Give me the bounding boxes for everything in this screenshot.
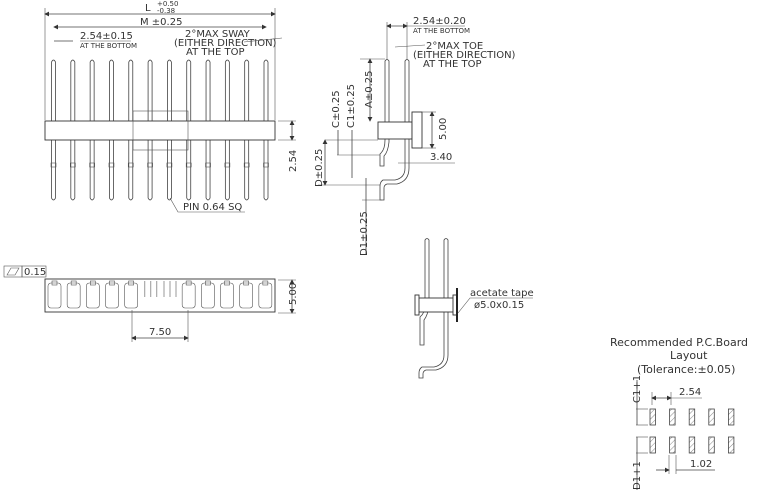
pin — [70, 59, 76, 201]
pin — [89, 59, 95, 201]
sway-direction: (EITHER DIRECTION) — [174, 38, 277, 49]
bottom-cell — [201, 282, 215, 309]
toe-direction: (EITHER DIRECTION) — [413, 50, 516, 61]
bottom-cell — [47, 282, 62, 309]
pin — [263, 59, 269, 201]
pin — [205, 59, 211, 201]
pcb-pad — [669, 436, 676, 454]
tape-size: ø5.0x0.15 — [474, 300, 524, 311]
pin-mark — [108, 162, 115, 168]
dim-D-label: D±0.25 — [314, 149, 325, 187]
pcb-pad — [649, 408, 656, 426]
pin-mark — [185, 162, 192, 168]
header-body — [44, 120, 276, 141]
toe-top: AT THE TOP — [423, 59, 482, 70]
pin — [167, 59, 172, 201]
front-view: L +0.50 -0.38 M ±0.25 2.54±0.15 AT THE B… — [44, 0, 299, 213]
pin-mark — [70, 162, 76, 168]
pin-mark — [50, 162, 57, 168]
sway-label: 2°MAX SWAY — [185, 29, 251, 40]
body-dim-label: 5.00 — [438, 118, 449, 140]
dim-L-label: L — [145, 3, 151, 14]
row2-dim-label: D1+1 — [632, 461, 643, 490]
bottom-cell — [220, 282, 234, 309]
side-pitch-note: AT THE BOTTOM — [413, 27, 470, 35]
pcb-title-2: Layout — [670, 349, 708, 362]
flatness-label: 0.15 — [24, 267, 46, 278]
dim-C-label: C±0.25 — [331, 90, 342, 128]
dim-D1-label: D1±0.25 — [359, 211, 370, 256]
dim-L-tol-minus: -0.38 — [157, 7, 175, 15]
pin-mark — [224, 162, 231, 168]
toe-label: 2°MAX TOE — [426, 41, 483, 52]
dim-A-label: A±0.25 — [364, 71, 375, 109]
pin-mark — [263, 162, 269, 168]
pin — [224, 59, 230, 201]
dim-L-tol-plus: +0.50 — [157, 0, 178, 8]
pin — [109, 59, 114, 201]
pcb-pad — [728, 436, 735, 454]
bottom-cell — [181, 282, 196, 309]
pcb-pitch-label: 2.54 — [679, 387, 701, 398]
pin-mark — [147, 162, 153, 168]
bottom-cell — [124, 282, 138, 309]
pcb-pad — [708, 408, 715, 426]
pin-mark — [205, 162, 211, 168]
tape-view: acetate tape ø5.0x0.15 — [414, 238, 534, 379]
pcb-pad — [669, 408, 676, 426]
pad-grid — [649, 408, 735, 454]
left-pin — [379, 59, 390, 167]
pcb-pad — [728, 408, 735, 426]
tape-label: acetate tape — [470, 288, 534, 299]
bottom-slot — [163, 281, 177, 297]
pad-width-label: 1.02 — [690, 459, 712, 470]
sway-top: AT THE TOP — [186, 47, 245, 58]
side-pitch-label: 2.54±0.20 — [413, 16, 466, 27]
pcb-pad — [688, 436, 696, 454]
pin-mark — [243, 162, 250, 168]
side-view: 2.54±0.20 AT THE BOTTOM 2°MAX TOE (EITHE… — [314, 16, 516, 256]
right-pin — [379, 59, 410, 201]
pcb-pad — [649, 436, 656, 454]
pitch-note: AT THE BOTTOM — [80, 42, 137, 50]
dim-C1-label: C1±0.25 — [346, 84, 357, 128]
pin-mark — [127, 162, 134, 168]
gap-dim-label: 7.50 — [149, 327, 171, 338]
row1-dim-label: C1+1 — [632, 375, 643, 403]
pitch-label: 2.54±0.15 — [80, 31, 133, 42]
bottom-height-label: 5.00 — [288, 283, 299, 305]
pin — [244, 59, 250, 201]
pcb-title: Recommended P.C.Board — [610, 336, 748, 349]
pcb-pad — [708, 436, 715, 454]
bottom-cell — [86, 282, 100, 309]
dim-M-label: M ±0.25 — [140, 17, 182, 28]
pcb-layout: Recommended P.C.Board Layout (Tolerance:… — [610, 336, 748, 490]
pin — [128, 59, 134, 201]
bottom-cell — [66, 282, 81, 309]
bottom-body — [44, 278, 276, 313]
bottom-cell — [105, 282, 119, 309]
offset-dim-label: 3.40 — [430, 152, 452, 163]
pcb-pad — [688, 408, 696, 426]
bottom-cell — [239, 282, 253, 309]
pin — [186, 59, 192, 201]
pin-mark — [89, 162, 95, 168]
pin — [147, 59, 153, 201]
pin-note: PIN 0.64 SQ — [183, 202, 242, 213]
bottom-view: 0.15 5.00 7.50 — [3, 265, 299, 342]
bottom-slot — [144, 281, 158, 297]
pcb-tolerance: (Tolerance:±0.05) — [637, 363, 735, 376]
bottom-cell — [258, 282, 273, 309]
height-dim-label: 2.54 — [288, 150, 299, 172]
pin-row — [50, 59, 269, 201]
pin — [51, 59, 56, 201]
pin-mark — [166, 162, 173, 168]
